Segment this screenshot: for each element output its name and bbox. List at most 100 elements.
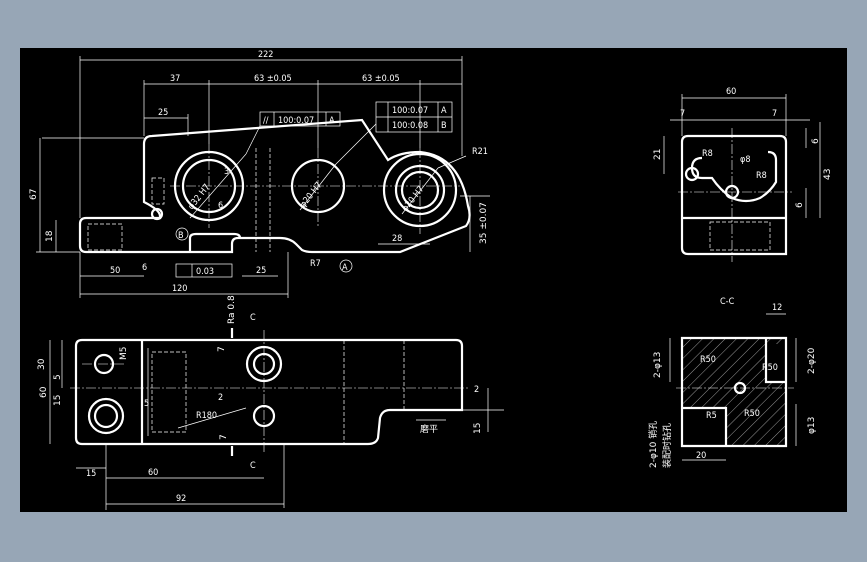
section-inner-step-b bbox=[682, 406, 728, 446]
dim-60v: 60 bbox=[39, 386, 49, 398]
side-dim-60: 60 bbox=[726, 87, 736, 97]
tol-symbol-1: // bbox=[263, 116, 269, 126]
section-inner-step bbox=[764, 338, 786, 384]
leader bbox=[299, 163, 337, 211]
tol-ref-3: B bbox=[441, 121, 447, 131]
tol-value-1: 100:0.07 bbox=[278, 116, 314, 126]
section-note-2: 装配时钻孔 bbox=[661, 423, 673, 468]
dim-5a: 5 bbox=[53, 374, 63, 380]
dim-63a: 63 ±0.05 bbox=[254, 74, 292, 84]
dim-2b: 2 bbox=[474, 385, 479, 395]
section-dim-2phi20: 2-φ20 bbox=[807, 347, 817, 374]
technical-drawing: 222 37 63 ±0.05 63 ±0.05 25 67 18 50 120… bbox=[29, 50, 833, 510]
flatness-frame bbox=[175, 263, 233, 278]
side-dim-6b: 6 bbox=[795, 202, 805, 208]
side-dim-7b: 7 bbox=[772, 109, 777, 119]
datum-circle-b bbox=[175, 227, 189, 241]
side-dim-43: 43 bbox=[823, 169, 833, 180]
section-title: C-C bbox=[720, 297, 735, 307]
leader bbox=[245, 125, 261, 155]
section-r50c: R50 bbox=[762, 363, 778, 373]
front-view-outline bbox=[78, 118, 471, 254]
dim-50: 50 bbox=[110, 266, 120, 276]
side-hole-left bbox=[684, 166, 700, 182]
dim-35: 35 ±0.07 bbox=[479, 202, 489, 244]
dim-15-left: 15 bbox=[53, 395, 63, 406]
dim-25-bottom: 25 bbox=[256, 266, 266, 276]
section-c-top: C bbox=[250, 313, 256, 323]
dim-60h: 60 bbox=[148, 468, 158, 478]
dim-28: 28 bbox=[392, 234, 402, 244]
section-dim-phi13a: 2-φ13 bbox=[653, 352, 663, 378]
counterbore-inner bbox=[93, 403, 119, 429]
label-6: 6 bbox=[218, 201, 223, 211]
section-view: C-C 12 20 2-φ13 2-φ20 φ13 2-φ10 销孔 装配时钻孔… bbox=[647, 297, 817, 468]
top-view-outline bbox=[74, 338, 464, 446]
dim-r180: R180 bbox=[196, 411, 217, 421]
front-view: 222 37 63 ±0.05 63 ±0.05 25 67 18 50 120… bbox=[29, 50, 490, 298]
dim-5b: 5 bbox=[144, 399, 149, 409]
tol-value-2: 100:0.07 bbox=[392, 106, 428, 116]
leader bbox=[401, 167, 439, 215]
top-view: 60 30 5 15 5 15 60 92 7 7 2 2 15 M5 R180… bbox=[37, 295, 504, 510]
dim-67: 67 bbox=[29, 189, 39, 200]
leader-r180 bbox=[177, 407, 247, 429]
hidden-slot bbox=[151, 177, 165, 205]
leader bbox=[437, 155, 467, 169]
section-dim-20: 20 bbox=[696, 451, 706, 461]
dim-15-right: 15 bbox=[473, 423, 483, 434]
section-r50b: R50 bbox=[744, 409, 760, 419]
cad-viewport[interactable]: 222 37 63 ±0.05 63 ±0.05 25 67 18 50 120… bbox=[20, 48, 847, 512]
section-dim-phi13b: φ13 bbox=[807, 417, 817, 434]
leader bbox=[189, 153, 247, 219]
dim-r21: R21 bbox=[472, 147, 488, 157]
section-note-1: 2-φ10 销孔 bbox=[647, 421, 659, 468]
side-view-outline bbox=[680, 134, 788, 256]
dim-2a: 2 bbox=[218, 393, 223, 403]
dim-18: 18 bbox=[45, 230, 55, 242]
tol-value-3: 100:0.08 bbox=[392, 121, 428, 131]
section-r45: R5 bbox=[706, 411, 717, 421]
front-notch bbox=[188, 232, 242, 252]
dim-30: 30 bbox=[37, 358, 47, 370]
dim-r7: R7 bbox=[310, 259, 321, 269]
side-dim-7a: 7 bbox=[680, 109, 685, 119]
section-void bbox=[682, 408, 726, 446]
side-dim-r8b: R8 bbox=[756, 171, 767, 181]
side-dim-r8a: R8 bbox=[702, 149, 713, 159]
tol-ref-2: A bbox=[441, 106, 447, 116]
hidden-pocket bbox=[151, 351, 187, 433]
label-3: 3 bbox=[224, 167, 229, 177]
dim-m5: M5 bbox=[119, 347, 129, 361]
dim-120: 120 bbox=[172, 284, 187, 294]
section-void-right bbox=[766, 344, 786, 382]
roughness-6: 6 bbox=[142, 263, 147, 273]
small-notch-circle bbox=[150, 207, 164, 221]
dim-7a: 7 bbox=[217, 346, 227, 352]
dim-phi22: φ20 H7 bbox=[298, 180, 324, 209]
side-dim-6a: 6 bbox=[811, 138, 821, 144]
label-ra: Ra 0.8 bbox=[227, 295, 237, 324]
datum-a: A bbox=[342, 263, 348, 273]
section-c-bottom: C bbox=[250, 461, 256, 471]
dim-15-bottom: 15 bbox=[86, 469, 96, 479]
side-view: 60 7 7 21 43 6 6 R8 R8 φ8 bbox=[653, 87, 833, 262]
dim-92: 92 bbox=[176, 494, 186, 504]
hidden-pocket-left bbox=[87, 223, 123, 251]
section-outline bbox=[680, 336, 788, 448]
dim-63b: 63 ±0.05 bbox=[362, 74, 400, 84]
counterbore-outer bbox=[87, 397, 125, 435]
dim-222: 222 bbox=[258, 50, 273, 60]
leader bbox=[335, 123, 377, 165]
tolerance-frame-1 bbox=[259, 111, 341, 127]
side-dim-21: 21 bbox=[653, 149, 663, 160]
section-dim-12: 12 bbox=[772, 303, 782, 313]
tol-ref-1: A bbox=[329, 116, 335, 126]
datum-circle-a bbox=[339, 259, 353, 273]
dim-25-top: 25 bbox=[158, 108, 168, 118]
dim-7b: 7 bbox=[219, 434, 229, 440]
section-r50a: R50 bbox=[700, 355, 716, 365]
datum-b: B bbox=[178, 231, 184, 241]
flatness-value: 0.03 bbox=[196, 267, 214, 277]
hidden-pocket bbox=[709, 221, 771, 251]
